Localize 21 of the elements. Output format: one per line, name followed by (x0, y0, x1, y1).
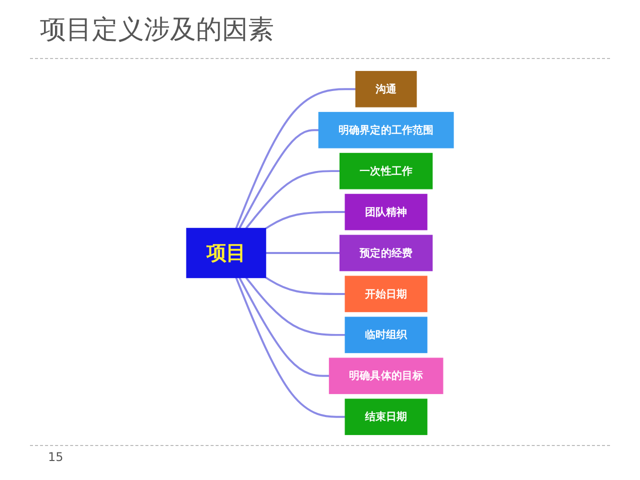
connector (266, 252, 340, 254)
slide-title: 项目定义涉及的因素 (40, 14, 274, 47)
connector (245, 277, 346, 336)
connector (238, 277, 330, 377)
connector (238, 129, 319, 229)
node-box: 明确界定的工作范围 (318, 112, 454, 148)
node-box: 一次性工作 (340, 152, 433, 190)
node-box: 预定的经费 (340, 234, 433, 272)
connector (245, 170, 340, 229)
connector (265, 211, 346, 230)
connector (265, 276, 346, 295)
page-number: 15 (48, 450, 64, 464)
node-box: 临时组织 (344, 316, 428, 354)
connector (235, 88, 356, 229)
connector (235, 277, 346, 418)
node-box: 团队精神 (344, 194, 428, 230)
node-box: 开始日期 (344, 276, 428, 312)
node-box: 结束日期 (344, 398, 428, 436)
node-box: 沟通 (355, 70, 417, 108)
node-box: 明确具体的目标 (328, 358, 444, 394)
node-box: 项目 (186, 228, 266, 278)
